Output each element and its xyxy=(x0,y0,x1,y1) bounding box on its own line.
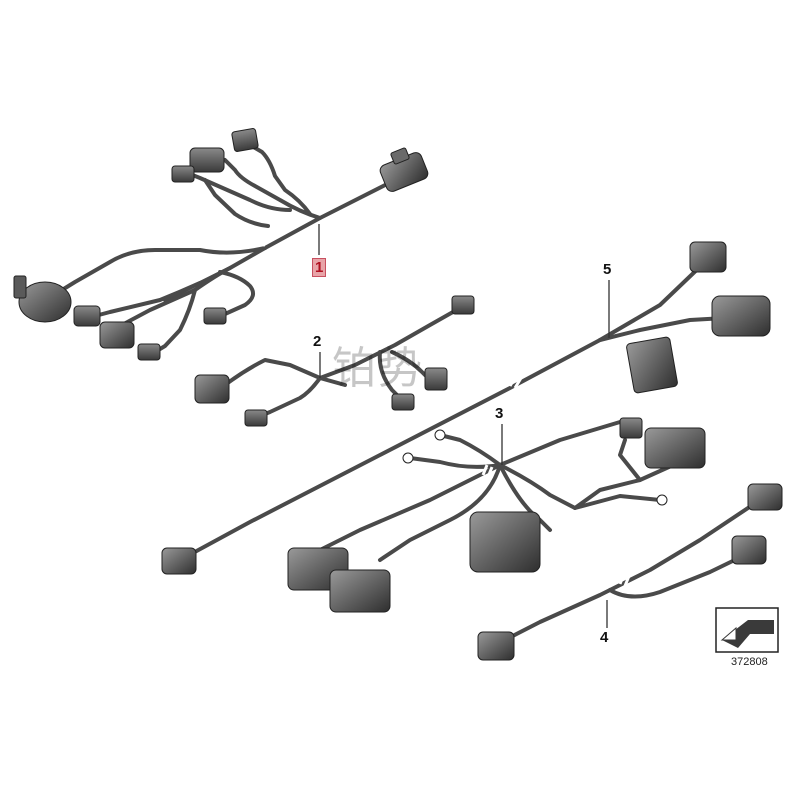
harness-4-connectors xyxy=(477,483,783,661)
callout-1: 1 xyxy=(312,258,327,277)
harness-2 xyxy=(223,306,462,420)
orientation-icon xyxy=(715,607,779,653)
harness-3-connectors xyxy=(287,417,706,613)
leader-lines xyxy=(318,224,610,628)
callout-4: 4 xyxy=(600,629,609,646)
wire-break-marks xyxy=(256,233,631,587)
harness-2-connectors xyxy=(194,295,475,427)
harness-1 xyxy=(60,143,397,354)
callout-2: 2 xyxy=(313,333,322,350)
diagram-number: 372808 xyxy=(731,656,768,668)
harness-1-connectors xyxy=(13,128,429,361)
watermark-text: 铂势 xyxy=(332,343,424,394)
harness-5 xyxy=(178,260,727,562)
harness-3 xyxy=(298,420,682,562)
callout-5: 5 xyxy=(603,261,612,278)
harness-5-connectors xyxy=(161,241,771,575)
callout-3: 3 xyxy=(495,405,504,422)
